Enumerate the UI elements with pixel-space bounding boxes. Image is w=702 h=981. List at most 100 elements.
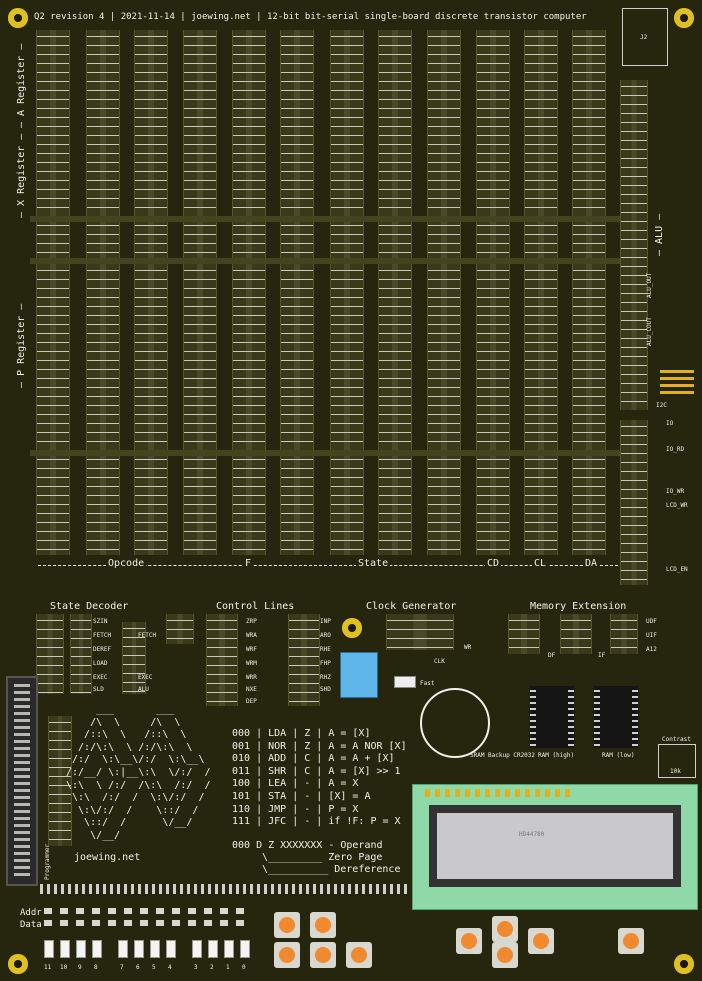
ram-low-chip [594,686,638,748]
contrast-pot[interactable] [658,744,696,778]
io-label-2: IO_RD [666,446,685,453]
toggle-switch[interactable] [192,940,202,958]
instruction-table: 000 | LDA | Z | A = [X] 001 | NOR | Z | … [232,728,407,829]
instruction-row: 100 | LEA | - | A = X [232,778,359,790]
ascii-logo: ___ ___ /\ \ /\ \ /::\ \ /::\ \ /:/\:\ \… [66,704,211,841]
board-title: Q2 revision 4 | 2021-11-14 | joewing.net… [34,12,587,22]
instruction-row: 001 | NOR | Z | A = A NOR [X] [232,740,407,752]
mounting-hole-bottom-right [674,954,694,974]
alu-cout-label: ALU_COUT [646,317,653,346]
mem-label-df: DF [548,652,556,659]
push-button[interactable] [618,928,644,954]
lcd-pin-header [425,789,575,797]
clock-generator-title: Clock Generator [364,601,459,612]
addr-label: Addr [20,908,42,918]
mem-label-if: IF [598,652,606,659]
da-label: DA [583,558,600,569]
instruction-row: 000 | LDA | Z | A = [X] [232,728,371,739]
usb-connector [622,8,668,66]
control-lines-title: Control Lines [214,601,297,612]
instruction-row: 011 | SHR | C | A = [X] >> 1 [232,765,401,777]
push-button[interactable] [346,942,372,968]
mem-label-uif: UIF [646,632,657,639]
sd-signal-4: LOAD [93,660,108,667]
toggle-switch[interactable] [166,940,176,958]
cd-label: CD [485,558,502,569]
push-button[interactable] [456,928,482,954]
io-label-3: IO_WR [666,488,685,495]
sd-right-1: FETCH [138,632,157,639]
mounting-hole-top-right [674,8,694,28]
toggle-switch[interactable] [134,940,144,958]
site-label: joewing.net [74,852,141,863]
instruction-row: 110 | JMP | - | P = X [232,803,359,815]
ctrl-signal-7: DEP [246,698,257,705]
sd-signal-2: FETCH [93,632,112,639]
sd-right-3: ALU [138,686,149,693]
fast-label: Fast [420,680,435,687]
instruction-row: 010 | ADD | C | A = A + [X] [232,753,395,765]
toggle-switch[interactable] [60,940,70,958]
ctrl-signal-3: WRF [246,646,257,653]
mounting-hole-mid [342,618,362,638]
instruction-row: 101 | STA | - | [X] = A [232,790,371,802]
ctrl-signal-4: WRM [246,660,257,667]
ctrl-signal-2: WRA [246,632,257,639]
clock-trimpot[interactable] [340,652,378,698]
ctrl2-signal-5: RHZ [320,674,331,681]
mounting-hole-bottom-left [8,954,28,974]
push-button[interactable] [310,912,336,938]
io-label-4: LCD_WR [666,502,688,509]
data-led-row [44,920,244,926]
toggle-switch[interactable] [224,940,234,958]
format-line-operand: 000 D Z XXXXXXX - Operand [232,840,383,851]
toggle-switch[interactable] [76,940,86,958]
sd-signal-1: SZIN [93,618,108,625]
ctrl2-signal-3: RHE [320,646,331,653]
cl-label: CL [532,558,549,569]
mem-label-udf: UDF [646,618,657,625]
contrast-value: 10k [670,768,681,775]
p-register-label: — P Register — [16,303,27,388]
push-button[interactable] [492,942,518,968]
x-register-label: — X Register — [16,133,27,218]
connector-label: J2 [640,34,648,41]
opcode-label: Opcode [106,558,147,569]
programmer-connector [6,676,38,886]
toggle-switch[interactable] [240,940,250,958]
ram-high-label: RAM (high) [538,752,575,759]
data-label: Data [20,920,42,930]
push-button[interactable] [274,942,300,968]
toggle-switch[interactable] [208,940,218,958]
push-button[interactable] [274,912,300,938]
battery-label: SRAM Backup CR2032 [470,752,536,759]
i2c-label: I2C [656,402,667,409]
ram-high-chip [530,686,574,748]
sd-signal-5: EXEC [93,674,108,681]
alu-out-label: ALU_OUT [646,272,653,298]
memory-extension-title: Memory Extension [528,601,629,612]
lcd-module: HD44780 [412,784,698,910]
a-register-label: — A Register — [16,43,27,128]
ctrl-signal-1: ZRP [246,618,257,625]
addr-led-row [44,908,244,914]
fast-switch[interactable] [394,676,416,688]
toggle-switch[interactable] [118,940,128,958]
i2c-header [660,370,694,398]
push-button[interactable] [492,916,518,942]
toggle-switch[interactable] [150,940,160,958]
ctrl2-signal-4: FHP [320,660,331,667]
format-line-zero-page: \_________ Zero Page [262,852,383,863]
toggle-switch[interactable] [92,940,102,958]
resistor-strip [40,884,410,894]
toggle-switch[interactable] [44,940,54,958]
contrast-label: Contrast [662,736,691,743]
push-button[interactable] [310,942,336,968]
state-decoder-title: State Decoder [48,601,131,612]
sd-signal-3: DEREF [93,646,112,653]
ctrl-signal-5: WRR [246,674,257,681]
mem-label-a12: A12 [646,646,657,653]
ctrl-signal-6: NXE [246,686,257,693]
push-button[interactable] [528,928,554,954]
